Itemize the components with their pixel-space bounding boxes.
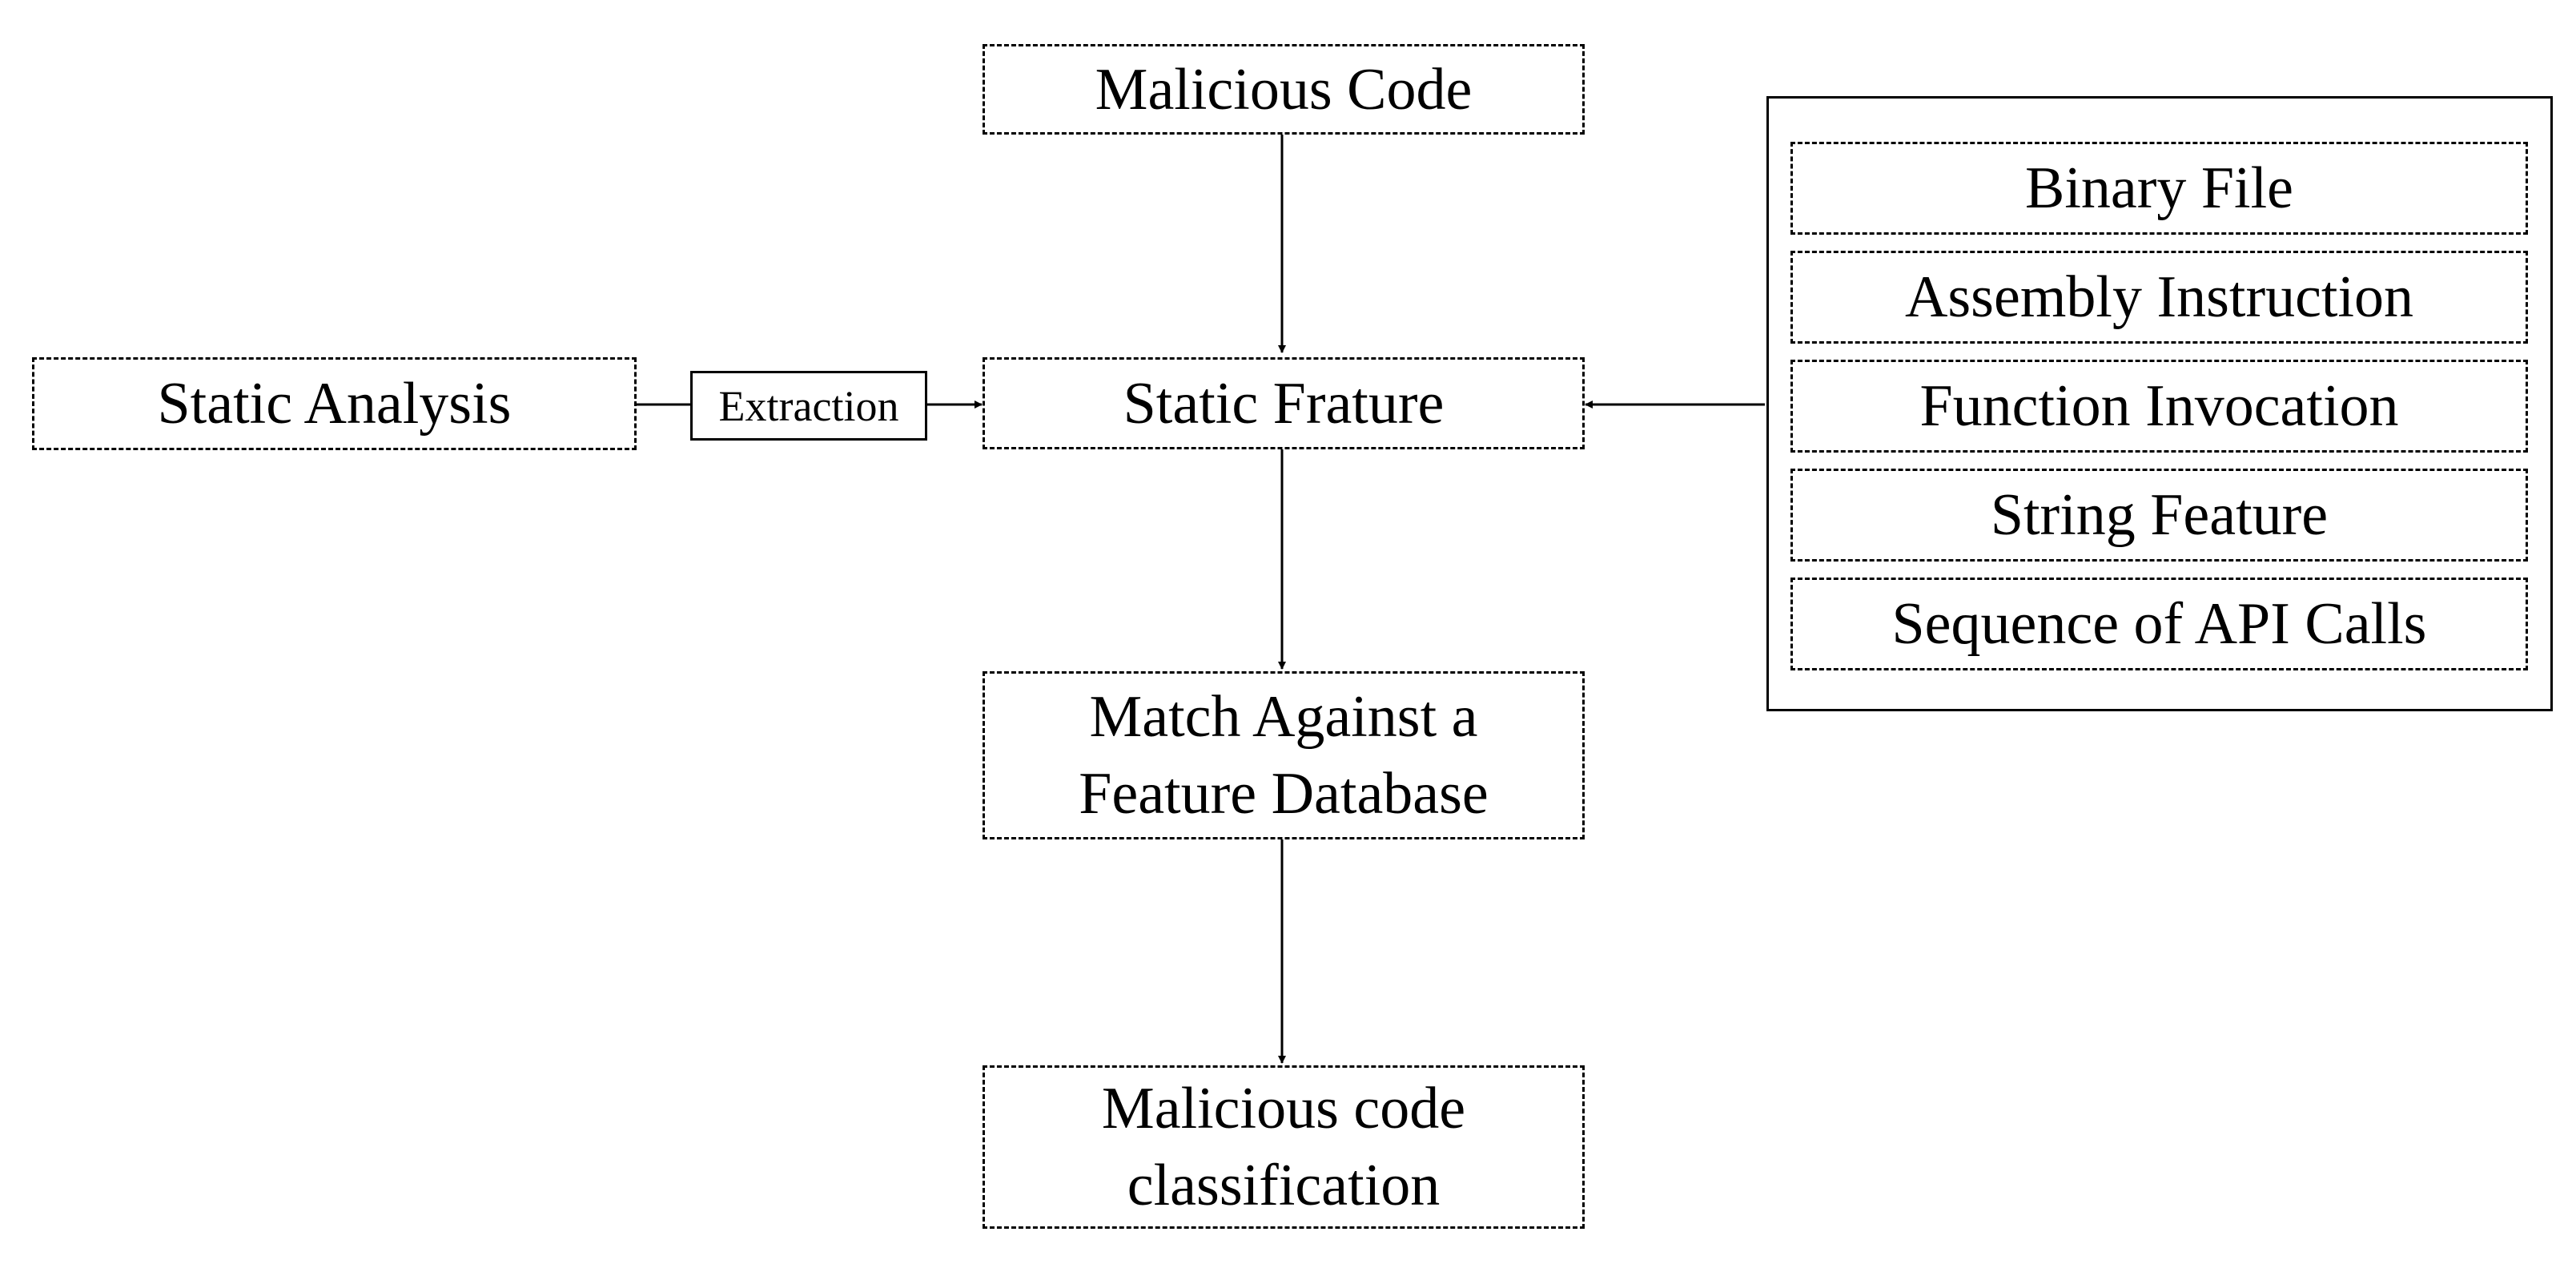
api-call-sequence-label: Sequence of API Calls (1891, 591, 2427, 657)
static-analysis-node: Static Analysis (32, 357, 637, 450)
extraction-node: Extraction (690, 371, 927, 441)
assembly-instruction-item: Assembly Instruction (1790, 251, 2528, 344)
function-invocation-item: Function Invocation (1790, 360, 2528, 453)
extraction-label: Extraction (718, 381, 899, 430)
static-analysis-label: Static Analysis (157, 371, 512, 437)
function-invocation-label: Function Invocation (1919, 373, 2399, 439)
classification-label: Malicious code classification (985, 1070, 1582, 1224)
feature-types-panel (1766, 96, 2553, 711)
match-database-node: Match Against a Feature Database (983, 671, 1585, 839)
malicious-code-label: Malicious Code (1095, 56, 1473, 123)
string-feature-item: String Feature (1790, 469, 2528, 562)
binary-file-label: Binary File (2024, 155, 2294, 221)
binary-file-item: Binary File (1790, 142, 2528, 235)
static-feature-node: Static Frature (983, 357, 1585, 449)
static-feature-label: Static Frature (1123, 370, 1445, 437)
string-feature-label: String Feature (1990, 482, 2329, 548)
classification-line-1: Malicious code (1101, 1076, 1466, 1141)
classification-line-2: classification (1127, 1153, 1441, 1218)
api-call-sequence-item: Sequence of API Calls (1790, 578, 2528, 670)
classification-node: Malicious code classification (983, 1065, 1585, 1229)
match-database-label: Match Against a Feature Database (985, 678, 1582, 832)
match-database-line-1: Match Against a (1089, 684, 1478, 750)
match-database-line-2: Feature Database (1079, 761, 1489, 827)
assembly-instruction-label: Assembly Instruction (1904, 264, 2414, 330)
malicious-code-node: Malicious Code (983, 44, 1585, 135)
